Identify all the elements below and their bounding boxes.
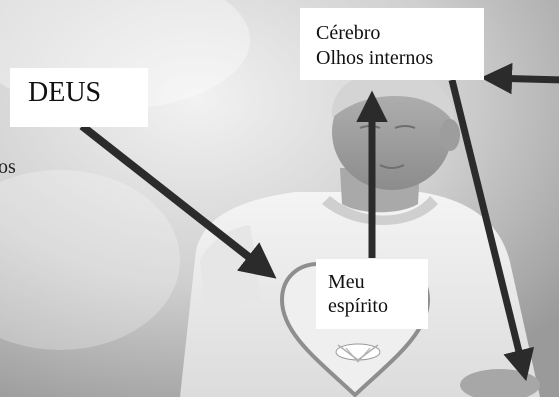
cloud-highlight	[0, 170, 180, 350]
spirit-label-line2: espírito	[328, 295, 388, 317]
deus-label-box: DEUS	[10, 68, 148, 127]
arrow-deus-to-heart	[79, 122, 277, 279]
partial-label-fragment: os	[0, 156, 16, 179]
spirit-label-line1: Meu	[328, 271, 365, 293]
arrow-right-to-brain	[480, 62, 559, 95]
brain-label: Cérebro	[316, 22, 381, 44]
brain-label-box: Cérebro Olhos internos	[300, 8, 484, 80]
deus-label: DEUS	[28, 77, 102, 108]
partial-label-text: os	[0, 156, 16, 178]
inner-eyes-label: Olhos internos	[316, 47, 434, 69]
spirit-label-box: Meu espírito	[316, 259, 428, 329]
arrow-brain-to-hand	[448, 79, 535, 382]
dove-icon	[335, 343, 381, 363]
